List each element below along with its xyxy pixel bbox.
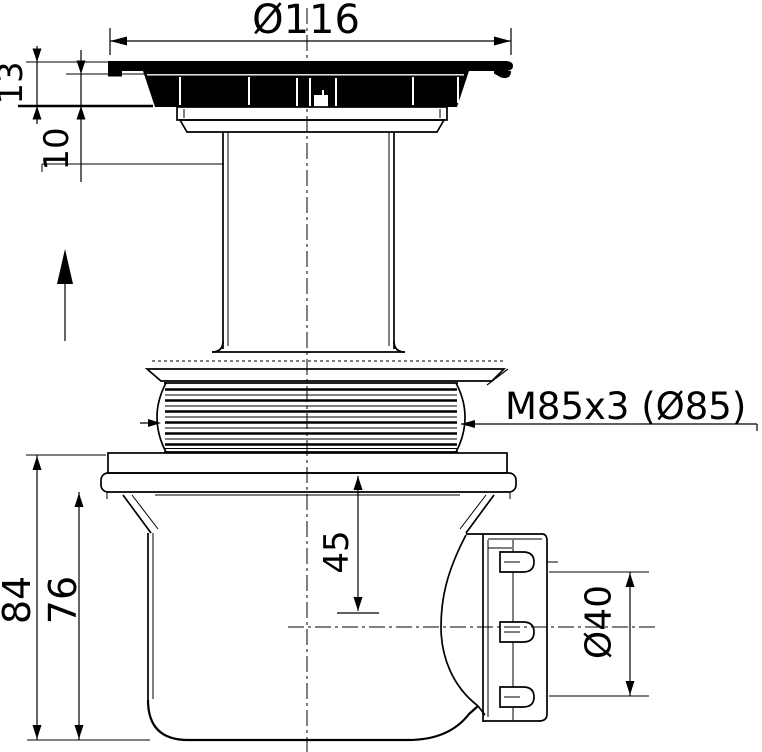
thread-collar <box>144 360 507 453</box>
dimension-body-height: 76 <box>41 492 85 740</box>
dimension-outlet-diameter: Ø40 <box>549 571 649 697</box>
grate-height-label: 13 <box>0 61 31 104</box>
riser-pipe <box>211 132 406 353</box>
dimension-seal-depth: 45 <box>317 476 379 614</box>
grate <box>108 61 513 107</box>
lower-flange <box>100 452 517 534</box>
trap-body <box>146 533 486 742</box>
upper-flange <box>176 106 448 133</box>
thread-spec-label: M85x3 (Ø85) <box>505 385 746 428</box>
dimension-overall-height: 84 <box>0 454 150 741</box>
dimension-top-diameter: Ø116 <box>109 0 512 55</box>
insertion-depth-label: 10 <box>37 127 77 170</box>
dimension-grate-height: 13 <box>0 46 153 124</box>
top-diameter-label: Ø116 <box>252 0 360 43</box>
seal-depth-label: 45 <box>317 530 357 573</box>
dimension-thread: M85x3 (Ø85) <box>140 368 758 431</box>
outlet-union <box>466 533 558 722</box>
overall-height-label: 84 <box>0 576 39 624</box>
outlet-diameter-label: Ø40 <box>579 585 620 659</box>
flow-direction-arrow <box>57 249 73 341</box>
body-height-label: 76 <box>41 576 85 624</box>
dimension-insertion-depth: 10 <box>37 50 224 182</box>
